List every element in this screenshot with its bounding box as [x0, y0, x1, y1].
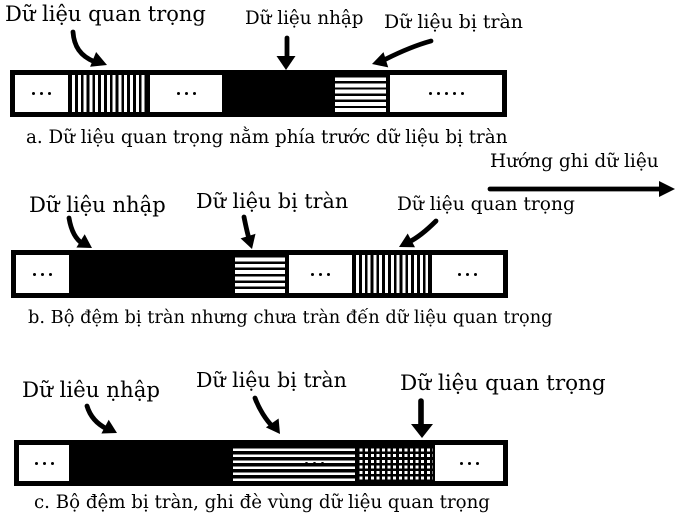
dot — [50, 461, 54, 465]
arrow-b-quan-trong — [399, 218, 439, 248]
buffer-a-segment-plain — [390, 75, 502, 112]
ellipsis-dots — [390, 75, 502, 112]
checker-pattern — [357, 446, 433, 480]
dot — [475, 461, 479, 465]
arrow-c-bi-tran — [252, 395, 280, 434]
arrow-a-nhap — [276, 35, 296, 70]
dot — [467, 461, 471, 465]
dot — [321, 461, 324, 465]
dot — [192, 92, 196, 95]
caption-a: a. Dữ liệu quan trọng nằm phía trước dữ … — [26, 126, 508, 148]
ellipsis-dots — [15, 75, 68, 112]
dot — [436, 92, 440, 95]
buffer-a-segment-vstripes — [68, 75, 150, 112]
callout-c-nhap: Dữ liêu ṇhập — [22, 377, 161, 403]
ellipsis-dots — [432, 255, 503, 293]
arrow-a-bi-tran — [372, 38, 434, 68]
dot — [48, 92, 51, 95]
write-direction-label: Hướng ghi dữ liệu — [490, 150, 659, 172]
ellipsis-dots — [289, 255, 352, 293]
dot — [34, 461, 38, 465]
dot — [305, 461, 308, 465]
dot — [444, 92, 448, 95]
dot — [42, 461, 46, 465]
buffer-c-segment-checker — [355, 445, 435, 481]
hstripes-pattern — [235, 255, 285, 293]
dot — [311, 272, 314, 276]
vstripes-pattern — [356, 255, 428, 293]
dot — [452, 92, 456, 95]
ellipsis-dots — [305, 445, 324, 481]
dot — [49, 272, 52, 276]
buffer-a-segment-hstripes — [331, 75, 390, 112]
dot — [40, 92, 43, 95]
callout-c-bi-tran: Dữ liệu bị tràn — [196, 368, 347, 393]
buffer-b-segment-solid — [69, 255, 231, 293]
buffer-c-segment-plain — [19, 445, 69, 481]
ellipsis-dots — [435, 445, 503, 481]
dot — [313, 461, 316, 465]
dot — [466, 272, 469, 276]
dot — [176, 92, 180, 95]
caption-b: b. Bộ đệm bị tràn nhưng chưa tràn đến dữ… — [28, 306, 553, 328]
dot — [327, 272, 330, 276]
callout-a-bi-tran: Dữ liệu bị tràn — [384, 11, 523, 34]
dot — [32, 92, 35, 95]
caption-c: c. Bộ đệm bị tràn, ghi đè vùng dữ liệu q… — [34, 491, 490, 513]
arrow-c-quan-trong — [411, 398, 433, 438]
ellipsis-dots — [150, 75, 222, 112]
dot — [459, 461, 463, 465]
buffer-c-segment-solid — [69, 445, 233, 481]
hstripes-pattern — [233, 445, 355, 481]
dot — [428, 92, 432, 95]
dot — [319, 272, 322, 276]
dot — [474, 272, 477, 276]
dot — [458, 272, 461, 276]
buffer-c-segment-hstripes — [233, 445, 355, 481]
buffer-b-segment-plain — [289, 255, 352, 293]
callout-b-bi-tran: Dữ liệu bị tràn — [196, 189, 349, 214]
dot — [33, 272, 36, 276]
dot — [184, 92, 188, 95]
arrow-a-quan-trong — [70, 29, 107, 67]
arrow-b-nhap — [66, 215, 92, 248]
hstripes-pattern — [335, 75, 386, 112]
callout-a-nhap: Dữ liệu nhập — [245, 7, 364, 29]
callout-b-nhap: Dữ liệu nhập — [29, 191, 166, 217]
buffer-b-segment-hstripes — [231, 255, 289, 293]
buffer-a-segment-solid — [222, 75, 331, 112]
arrow-c-nhap — [84, 403, 117, 434]
buffer-c-segment-plain — [435, 445, 503, 481]
vstripes-pattern — [72, 75, 146, 112]
buffer-b-segment-plain — [432, 255, 503, 293]
callout-c-quan-trong: Dữ liệu quan trọng — [400, 370, 606, 396]
dot — [41, 272, 44, 276]
buffer-a-segment-plain — [150, 75, 222, 112]
ellipsis-dots — [16, 255, 69, 293]
ellipsis-dots — [19, 445, 69, 481]
arrow-b-bi-tran — [240, 214, 256, 249]
buffer-b-segment-plain — [16, 255, 69, 293]
dot — [460, 92, 464, 95]
buffer-bar-a — [10, 70, 507, 117]
buffer-bar-c — [14, 440, 508, 486]
buffer-bar-b — [11, 250, 508, 298]
buffer-a-segment-plain — [15, 75, 68, 112]
buffer-b-segment-vstripes — [352, 255, 432, 293]
callout-b-quan-trong: Dữ liệu quan trọng — [397, 193, 575, 215]
callout-a-quan-trong: Dữ liệu quan trọng — [5, 2, 206, 26]
